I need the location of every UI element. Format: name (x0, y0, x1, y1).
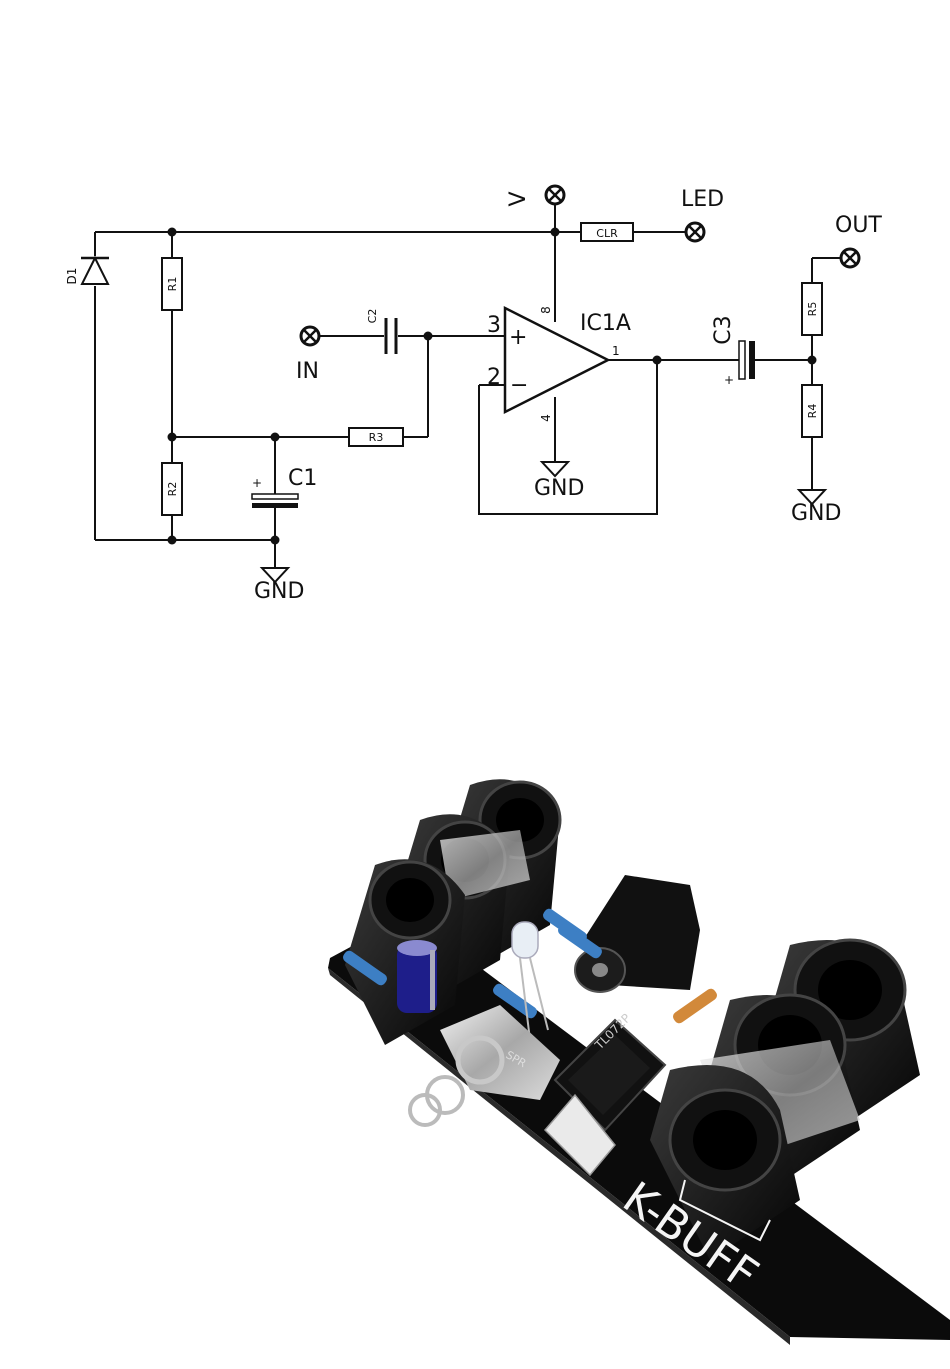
capacitor-c1-plus-plate (252, 494, 298, 499)
junction-dot (271, 536, 280, 545)
out-connector-icon (841, 249, 859, 267)
r5-label: R5 (806, 302, 819, 317)
r3-label: R3 (369, 431, 384, 444)
in-label: IN (296, 359, 319, 384)
c1-plus-label: + (252, 476, 262, 490)
schematic-diagram: D1 R1 R2 R3 + C1 GND IN C2 + − 3 2 1 IC1… (0, 0, 950, 640)
diode-d1 (80, 256, 110, 286)
gnd-label-3: GND (791, 501, 841, 526)
capacitor-c1-minus-plate (252, 503, 298, 508)
led-label: LED (681, 187, 724, 212)
clr-label: CLR (596, 227, 618, 240)
r1-label: R1 (166, 277, 179, 292)
c3-plus-label: + (724, 373, 734, 387)
r4-label: R4 (806, 404, 819, 419)
junction-dot (168, 433, 177, 442)
dc-power-jack (575, 875, 700, 992)
v-label: V (506, 191, 531, 206)
junction-dot (271, 433, 280, 442)
out-label: OUT (835, 213, 882, 238)
gnd-label-2: GND (534, 476, 584, 501)
capacitor-c3-minus-plate (749, 341, 755, 379)
d1-label: D1 (65, 268, 79, 285)
pin8-label: 8 (539, 306, 553, 314)
opamp-plus-sign: + (509, 325, 527, 350)
opamp-minus-sign: − (510, 373, 528, 398)
v-connector-icon (546, 186, 564, 204)
junction-dot (168, 228, 177, 237)
gnd-label-1: GND (254, 579, 304, 604)
electrolytic-capacitor (397, 940, 437, 1013)
capacitor-c3-plus-plate (739, 341, 745, 379)
pcb-photo: SPR TL072P K-BUFF (0, 700, 950, 1369)
pin2-label: 2 (487, 365, 501, 390)
c1-label: C1 (288, 466, 317, 491)
junction-dot (168, 536, 177, 545)
pin1-label: 1 (612, 344, 620, 358)
ic-label: IC1A (580, 311, 631, 336)
led-connector-icon (686, 223, 704, 241)
pin4-label: 4 (539, 414, 553, 422)
pin3-label: 3 (487, 313, 501, 338)
c3-label: C3 (711, 315, 736, 344)
c2-label: C2 (366, 309, 379, 324)
in-connector-icon (301, 327, 319, 345)
ground-symbol-2 (542, 462, 568, 476)
r2-label: R2 (166, 482, 179, 497)
